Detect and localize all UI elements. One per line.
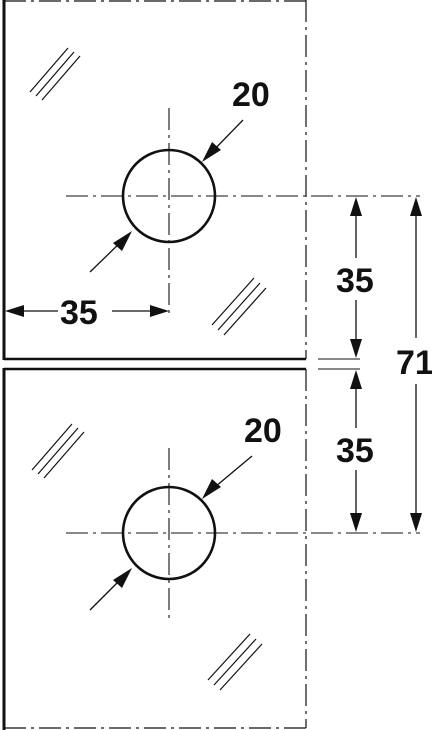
lower-gap-offset-label: 35 (336, 432, 374, 470)
glass-reflection-icon (31, 423, 85, 479)
glass-reflection-icon (211, 277, 267, 336)
centre-distance-label: 71 (396, 344, 432, 382)
overall-centre-distance-dimension: 71 (396, 197, 432, 532)
gap-extension-lines (318, 358, 360, 370)
glass-reflection-icon (207, 633, 263, 691)
lower-hole-diameter-label: 20 (244, 412, 282, 450)
glass-reflection-icon (29, 47, 81, 101)
arrow-head-icon (410, 197, 422, 216)
arrow-head-icon (350, 197, 362, 216)
arrow-head-icon (202, 479, 221, 499)
upper-hole (66, 108, 420, 318)
upper-diameter-dimension: 20 (89, 76, 270, 273)
arrow-head-icon (150, 305, 169, 317)
upper-glass-panel (2, 0, 307, 361)
lower-diameter-dimension: 20 (89, 412, 282, 611)
arrow-head-icon (113, 568, 132, 588)
arrow-head-icon (350, 339, 362, 358)
arrow-head-icon (350, 370, 362, 389)
arrow-head-icon (410, 513, 422, 532)
lower-hole (66, 448, 420, 618)
upper-vertical-offset-dimension: 35 (336, 197, 374, 358)
horizontal-edge-offset-dimension: 35 (5, 294, 169, 332)
arrow-head-icon (113, 231, 132, 251)
upper-hole-diameter-label: 20 (232, 76, 270, 114)
upper-gap-offset-label: 35 (336, 262, 374, 300)
lower-vertical-offset-dimension: 35 (336, 370, 374, 532)
arrow-head-icon (202, 142, 221, 162)
arrow-head-icon (350, 513, 362, 532)
lower-glass-panel (2, 367, 307, 730)
edge-offset-label: 35 (60, 294, 98, 332)
arrow-head-icon (5, 305, 24, 317)
